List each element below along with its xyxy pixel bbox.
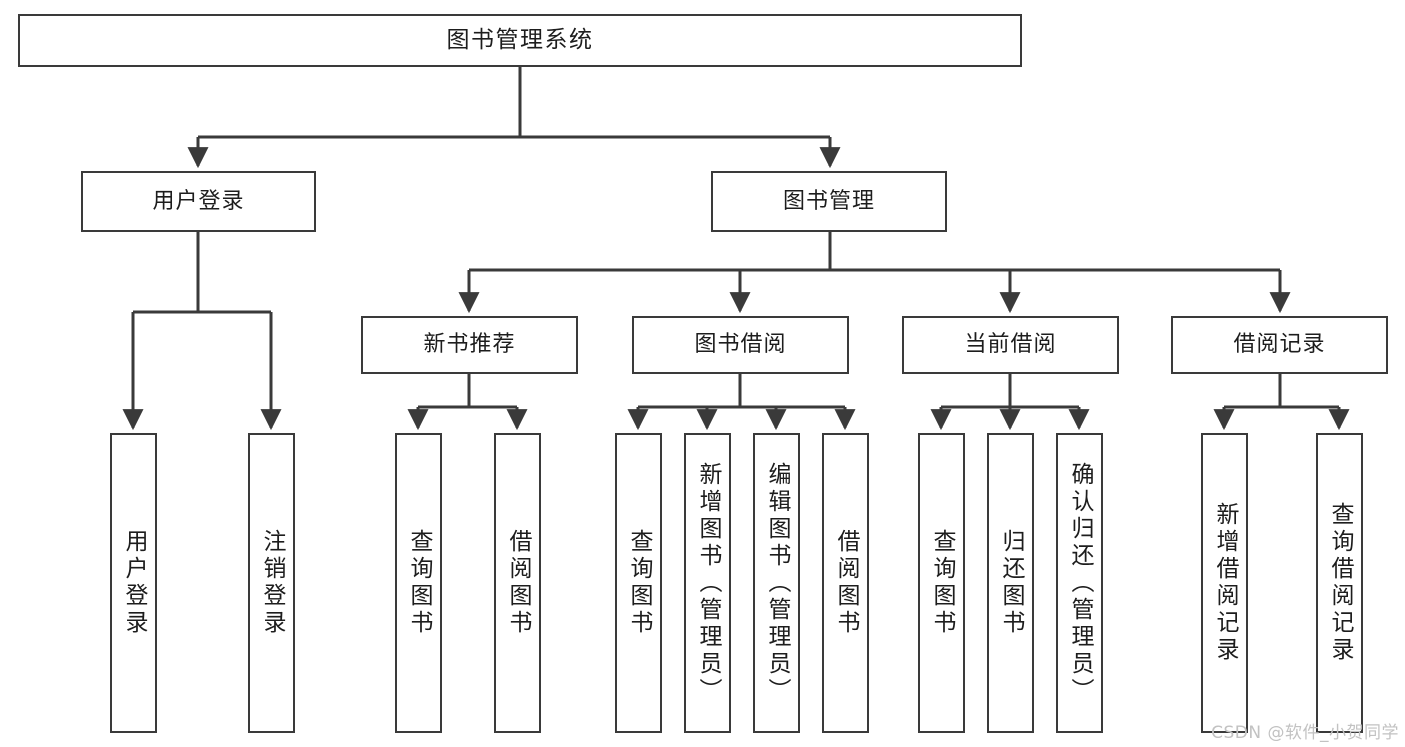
- node-leaf-query-book-recommendation[interactable]: 查询图书: [395, 433, 442, 733]
- node-leaf-borrow-book-recommendation[interactable]: 借阅图书: [494, 433, 541, 733]
- node-label: 查询图书: [626, 529, 652, 637]
- node-label: 借阅记录: [1233, 332, 1326, 358]
- node-leaf-query-book-current[interactable]: 查询图书: [918, 433, 965, 733]
- node-label: 编辑图书（管理员）: [764, 461, 790, 705]
- node-new-book-recommendation[interactable]: 新书推荐: [361, 316, 578, 374]
- node-label: 确认归还（管理员）: [1067, 461, 1093, 705]
- node-label: 新书推荐: [423, 332, 516, 358]
- node-label: 图书管理: [782, 188, 875, 214]
- node-label: 图书借阅: [694, 332, 787, 358]
- node-label: 注销登录: [259, 529, 285, 637]
- node-label: 新增图书（管理员）: [695, 461, 721, 705]
- node-label: 借阅图书: [833, 529, 859, 637]
- node-user-login[interactable]: 用户登录: [81, 171, 316, 232]
- node-leaf-confirm-return-admin[interactable]: 确认归还（管理员）: [1056, 433, 1103, 733]
- node-label: 查询图书: [929, 529, 955, 637]
- node-leaf-edit-book-admin[interactable]: 编辑图书（管理员）: [753, 433, 800, 733]
- node-leaf-borrow-book-borrowing[interactable]: 借阅图书: [822, 433, 869, 733]
- node-root-book-management-system[interactable]: 图书管理系统: [18, 14, 1022, 67]
- node-book-borrowing[interactable]: 图书借阅: [632, 316, 849, 374]
- node-leaf-return-book[interactable]: 归还图书: [987, 433, 1034, 733]
- node-label: 用户登录: [121, 529, 147, 637]
- node-leaf-query-book-borrowing[interactable]: 查询图书: [615, 433, 662, 733]
- node-label: 查询图书: [406, 529, 432, 637]
- node-leaf-add-book-admin[interactable]: 新增图书（管理员）: [684, 433, 731, 733]
- node-current-borrowing[interactable]: 当前借阅: [902, 316, 1119, 374]
- node-label: 借阅图书: [505, 529, 531, 637]
- node-label: 图书管理系统: [446, 26, 594, 53]
- node-label: 归还图书: [998, 529, 1024, 637]
- node-label: 用户登录: [152, 188, 245, 214]
- node-leaf-add-borrow-record[interactable]: 新增借阅记录: [1201, 433, 1248, 733]
- node-borrow-records[interactable]: 借阅记录: [1171, 316, 1388, 374]
- node-leaf-logout[interactable]: 注销登录: [248, 433, 295, 733]
- node-book-management[interactable]: 图书管理: [711, 171, 947, 232]
- node-label: 查询借阅记录: [1327, 502, 1353, 664]
- node-label: 新增借阅记录: [1212, 502, 1238, 664]
- node-label: 当前借阅: [964, 332, 1057, 358]
- node-leaf-user-login[interactable]: 用户登录: [110, 433, 157, 733]
- node-leaf-query-borrow-record[interactable]: 查询借阅记录: [1316, 433, 1363, 733]
- csdn-watermark: CSDN @软件_小贺同学: [1211, 723, 1399, 743]
